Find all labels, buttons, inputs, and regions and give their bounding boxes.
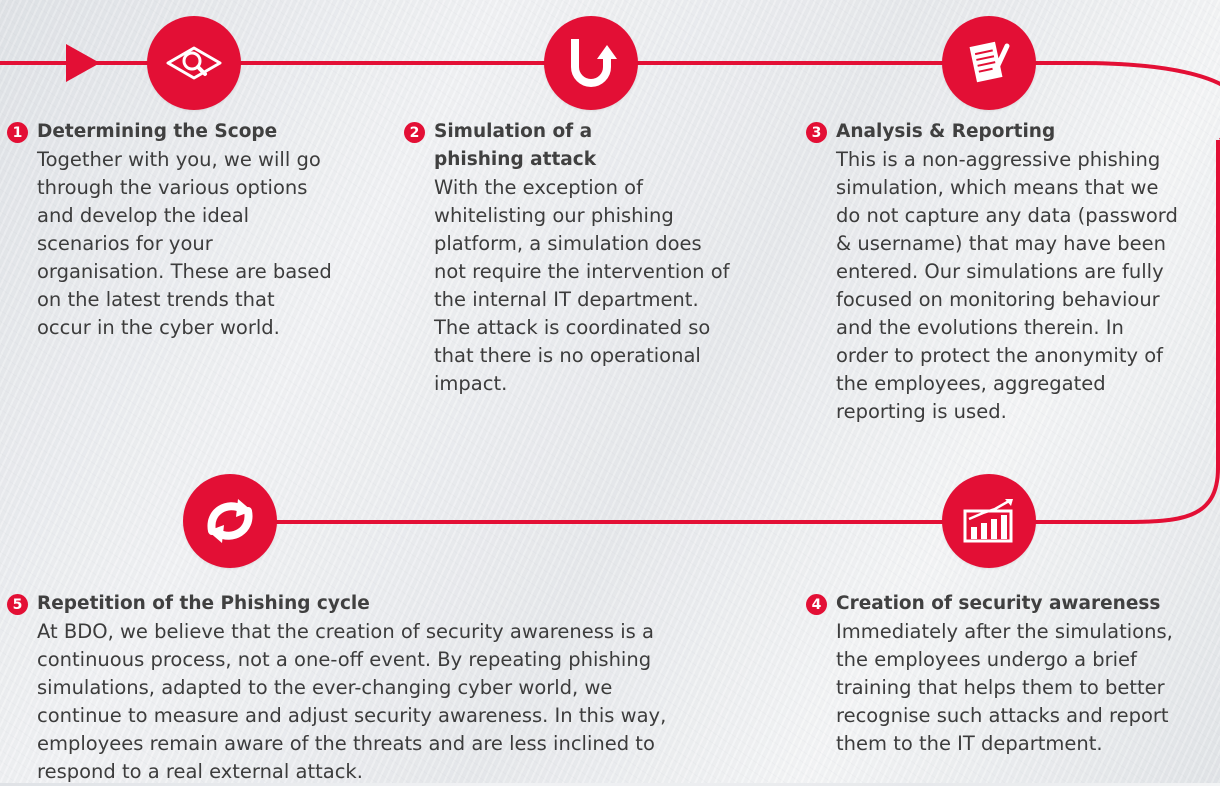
step-description: Together with you, we will go through th… (37, 148, 332, 339)
step-number-badge: 3 (806, 122, 827, 143)
eye-magnifier-icon (147, 16, 241, 110)
step-description: At BDO, we believe that the creation of … (37, 620, 667, 783)
step-3: 3 Analysis & Reporting This is a non-agg… (806, 118, 1218, 426)
step-number-badge: 4 (806, 594, 827, 615)
step-title: Simulation of a phishing attack (434, 121, 597, 170)
bar-chart-growth-icon (942, 474, 1036, 568)
step-4: 4 Creation of security awareness Immedia… (806, 590, 1218, 758)
step-number-badge: 1 (7, 122, 28, 143)
step-1: 1 Determining the Scope Together with yo… (7, 118, 387, 342)
step-title: Repetition of the Phishing cycle (37, 593, 370, 614)
u-turn-arrow-icon (544, 16, 638, 110)
step-title: Creation of security awareness (836, 593, 1161, 614)
document-pen-icon (942, 16, 1036, 110)
step-title: Determining the Scope (37, 121, 278, 142)
step-title: Analysis & Reporting (836, 121, 1056, 142)
step-description: Immediately after the simulations, the e… (836, 620, 1173, 755)
start-arrow-icon (66, 44, 100, 82)
step-description: With the exception of whitelisting our p… (434, 176, 730, 395)
refresh-cycle-icon (183, 474, 277, 568)
step-description: This is a non-aggressive phishing simula… (836, 148, 1178, 423)
step-5: 5 Repetition of the Phishing cycle At BD… (7, 590, 767, 786)
step-number-badge: 2 (404, 122, 425, 143)
step-number-badge: 5 (7, 594, 28, 615)
step-2: 2 Simulation of a phishing attack With t… (404, 118, 784, 398)
